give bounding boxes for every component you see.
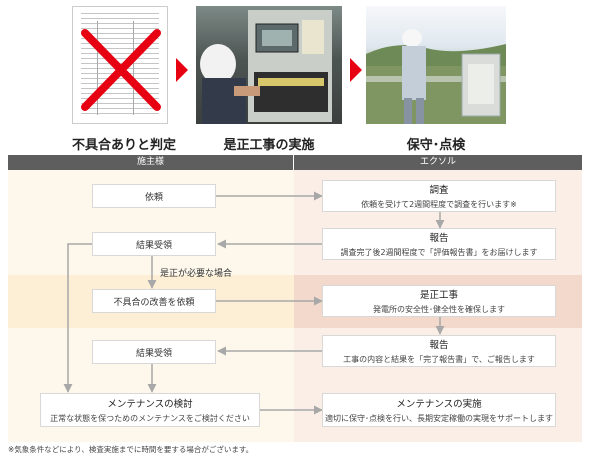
result-received-label: 結果受領 [135, 348, 172, 359]
fix-work-box: 是正工事 発電所の安全性･健全性を確保します [322, 285, 556, 317]
request-box: 依頼 [92, 184, 216, 208]
document-column-line [133, 21, 134, 115]
result-received-box: 結果受領 [92, 232, 216, 256]
report-text: 調査完了後2週間程度で「評価報告書」をお届けします [340, 248, 538, 257]
step-arrow-icon [176, 58, 188, 82]
maintenance-review-text: 正常な状態を保つためのメンテナンスをご検討ください [50, 414, 250, 423]
maintenance-exec-title: メンテナンスの実施 [396, 399, 482, 410]
fix-work-text: 発電所の安全性･健全性を確保します [373, 305, 505, 314]
solar-site-illustration [366, 29, 506, 124]
document-column-line [97, 21, 98, 115]
maintenance-inspection-photo [366, 6, 506, 124]
completion-report-box: 報告 工事の内容と結果を「完了報告書」で、ご報告します [322, 335, 556, 367]
maintenance-review-box: メンテナンスの検討 正常な状態を保つためのメンテナンスをご検討ください [40, 393, 260, 427]
photo-caption: 保守･点検 [406, 138, 466, 153]
lane-header-owner: 施主様 [8, 155, 293, 170]
survey-box: 調査 依頼を受けて2週間程度で調査を行います※ [322, 180, 556, 212]
completion-report-text: 工事の内容と結果を「完了報告書」で、ご報告します [343, 355, 535, 364]
photo-caption: 不具合ありと判定 [72, 138, 177, 153]
report-box: 報告 調査完了後2週間程度で「評価報告書」をお届けします [322, 228, 556, 260]
photo-caption: 是正工事の実施 [223, 138, 315, 153]
result-received-label: 結果受領 [135, 240, 172, 251]
result-received-box: 結果受領 [92, 340, 216, 364]
fix-request-box: 不具合の改善を依頼 [92, 289, 216, 313]
report-title: 報告 [429, 233, 449, 244]
request-label: 依頼 [144, 192, 163, 203]
condition-note: 是正が必要な場合 [160, 269, 233, 279]
defect-document-photo [72, 6, 168, 124]
survey-title: 調査 [429, 185, 449, 196]
survey-text: 依頼を受けて2週間程度で調査を行います※ [361, 200, 517, 209]
fix-request-label: 不具合の改善を依頼 [113, 297, 195, 308]
electrical-panel-illustration [200, 10, 332, 124]
maintenance-review-title: メンテナンスの検討 [107, 399, 193, 410]
completion-report-title: 報告 [429, 340, 449, 351]
maintenance-exec-text: 適切に保守･点検を行い、長期安定稼働の実現をサポートします [325, 414, 553, 423]
repair-work-photo [196, 6, 342, 124]
maintenance-exec-box: メンテナンスの実施 適切に保守･点検を行い、長期安定稼働の実現をサポートします [322, 393, 556, 427]
fix-work-title: 是正工事 [419, 290, 458, 301]
lane-header-exsol: エクソル [294, 155, 582, 170]
red-cross-icon [81, 29, 161, 111]
step-arrow-icon [350, 58, 362, 82]
footnote: ※気象条件などにより、検査実施までに時間を要する場合がございます。 [8, 445, 254, 454]
